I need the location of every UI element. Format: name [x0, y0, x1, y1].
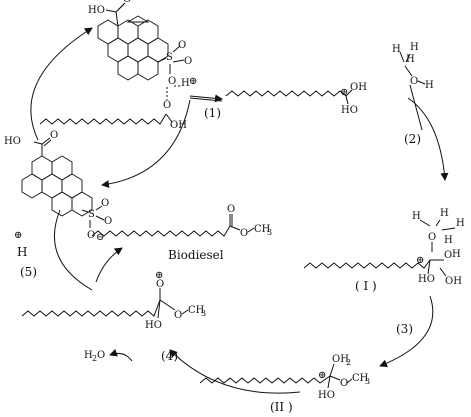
- catalyst-top: HO O S O O O H ⊕: [88, 0, 197, 89]
- fatty-acid-left: O OH: [39, 87, 187, 131]
- int1-oh-o: O: [444, 250, 452, 261]
- cooh-label-top: HO: [88, 5, 105, 16]
- proton-charge: ⊕: [14, 230, 22, 241]
- intermediate-II: OH 2 ⊕ HO O CH 3 (II ): [199, 354, 370, 414]
- bd-carbonyl-o: O: [227, 204, 235, 215]
- biodiesel-label: Biodiesel: [168, 248, 224, 262]
- intermediate-I: H H H O H O H ⊕ HO OH ( I ): [303, 208, 465, 293]
- sulfonate-o1: O: [101, 198, 109, 209]
- protonated-acid: OH HO ⊕: [225, 82, 367, 116]
- so-oh-oxygen: O: [168, 76, 176, 87]
- step3-label: (3): [396, 322, 413, 336]
- int1-ho: HO: [418, 274, 435, 285]
- step1-arrow-rev: [189, 97, 223, 102]
- int2-ch-sub: 3: [365, 377, 370, 386]
- methanol: H H H O H: [392, 42, 434, 91]
- meoh-o: O: [410, 76, 418, 87]
- int1-h3: H: [456, 218, 465, 229]
- cooh-o-left: O: [50, 130, 58, 141]
- int1-o: O: [428, 232, 436, 243]
- int1-h1: H: [412, 211, 421, 222]
- sulfonate-charge: ⊖: [96, 232, 104, 243]
- meoh-h4: H: [425, 80, 434, 91]
- water-o: O: [97, 350, 105, 361]
- water-release-arrow: [109, 348, 133, 362]
- int2-ch: CH: [352, 373, 369, 384]
- pe-ho: HO: [145, 320, 162, 331]
- int1-h4: H: [444, 235, 453, 246]
- so-oxygen-1: O: [178, 40, 186, 51]
- fa-oh: OH: [170, 120, 187, 131]
- step4-label: (4): [161, 349, 178, 363]
- cooh-label-left: HO: [4, 136, 21, 147]
- water-h: H: [84, 350, 93, 361]
- step5-product-arrow: [95, 247, 123, 283]
- step4-arrow: [169, 349, 301, 394]
- acid-h: H: [181, 78, 190, 89]
- proton-charge-top: ⊕: [189, 76, 197, 87]
- pa-charge: ⊕: [340, 87, 348, 98]
- sulfur-top: S: [166, 52, 173, 63]
- sulfonate-o3: O: [87, 230, 95, 241]
- step2-feed: [409, 84, 423, 131]
- biodiesel-product: O O CH 3 Biodiesel: [91, 204, 272, 262]
- catalyst-left: O HO S O O O ⊖: [4, 130, 112, 243]
- int1-oh: OH: [445, 276, 462, 287]
- int2-oh2-sub: 2: [346, 358, 351, 367]
- so-oxygen-2: O: [184, 56, 192, 67]
- carbonyl-o-top: O: [123, 0, 131, 5]
- step2-arrow: [407, 97, 449, 181]
- meoh-h3: H: [406, 54, 415, 65]
- pe-o-top: O: [156, 279, 164, 290]
- pe-ch-sub: 3: [201, 309, 206, 318]
- catalyst-protonation-arrow: [30, 27, 93, 141]
- pe-ch: CH: [188, 305, 205, 316]
- meoh-h1: H: [392, 44, 401, 55]
- sulfonate-o2: O: [104, 216, 112, 227]
- intermediate-I-label: ( I ): [355, 279, 377, 293]
- proton-h: H: [17, 245, 27, 259]
- fa-carbonyl-o: O: [163, 100, 171, 111]
- protonated-ester: ⊕ O HO O CH 3: [21, 270, 206, 331]
- int2-ho: HO: [318, 390, 335, 401]
- pe-charge: ⊕: [155, 270, 163, 281]
- int2-oh2: OH: [332, 354, 349, 365]
- step5-label: (5): [20, 265, 37, 279]
- bd-ch-sub: 3: [267, 228, 272, 237]
- sulfur-left: S: [88, 209, 95, 220]
- meoh-h2: H: [410, 42, 419, 53]
- carbon-sheet-top: [97, 15, 169, 81]
- step3-arrow: [379, 295, 434, 368]
- pe-ether-o: O: [174, 310, 182, 321]
- bd-ch: CH: [254, 224, 271, 235]
- intermediate-II-label: (II ): [270, 400, 293, 414]
- pa-ho: HO: [341, 105, 358, 116]
- int2-ether-o: O: [340, 378, 348, 389]
- catalyst-regeneration-arrow: [101, 99, 191, 189]
- step5-proton-arc: [53, 209, 93, 291]
- int2-charge: ⊕: [318, 370, 326, 381]
- int1-charge: ⊕: [416, 255, 424, 266]
- step1-arrow-fwd: [189, 94, 223, 103]
- water-sub: 2: [92, 354, 97, 363]
- int1-oh-h: H: [452, 249, 461, 260]
- step1-label: (1): [204, 106, 221, 120]
- pa-oh-top: OH: [350, 82, 367, 93]
- int1-h2: H: [440, 208, 449, 219]
- step2-label: (2): [404, 132, 421, 146]
- bd-ether-o: O: [240, 228, 248, 239]
